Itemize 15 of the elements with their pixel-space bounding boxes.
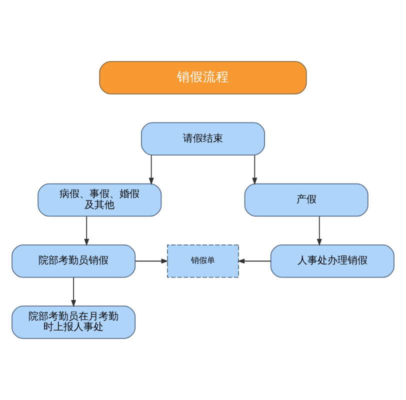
node-box: 院部考勤员在月考勤时上报人事处: [12, 306, 136, 339]
node-box: 请假结束: [140, 122, 266, 156]
arrow: [71, 277, 76, 308]
arrow: [316, 216, 322, 246]
node-box: 病假、事假、婚假及其他: [38, 183, 162, 217]
node-box: 人事处办理销假: [270, 244, 394, 278]
arrow: [237, 258, 272, 264]
node-box: 产假: [244, 183, 368, 217]
node-box: 销假单: [167, 244, 239, 278]
arrow: [84, 216, 90, 246]
arrow: [252, 154, 258, 185]
arrow: [148, 154, 154, 185]
node-box: 销假流程: [99, 61, 307, 94]
arrow: [134, 258, 169, 264]
node-box: 院部考勤员销假: [12, 244, 136, 278]
